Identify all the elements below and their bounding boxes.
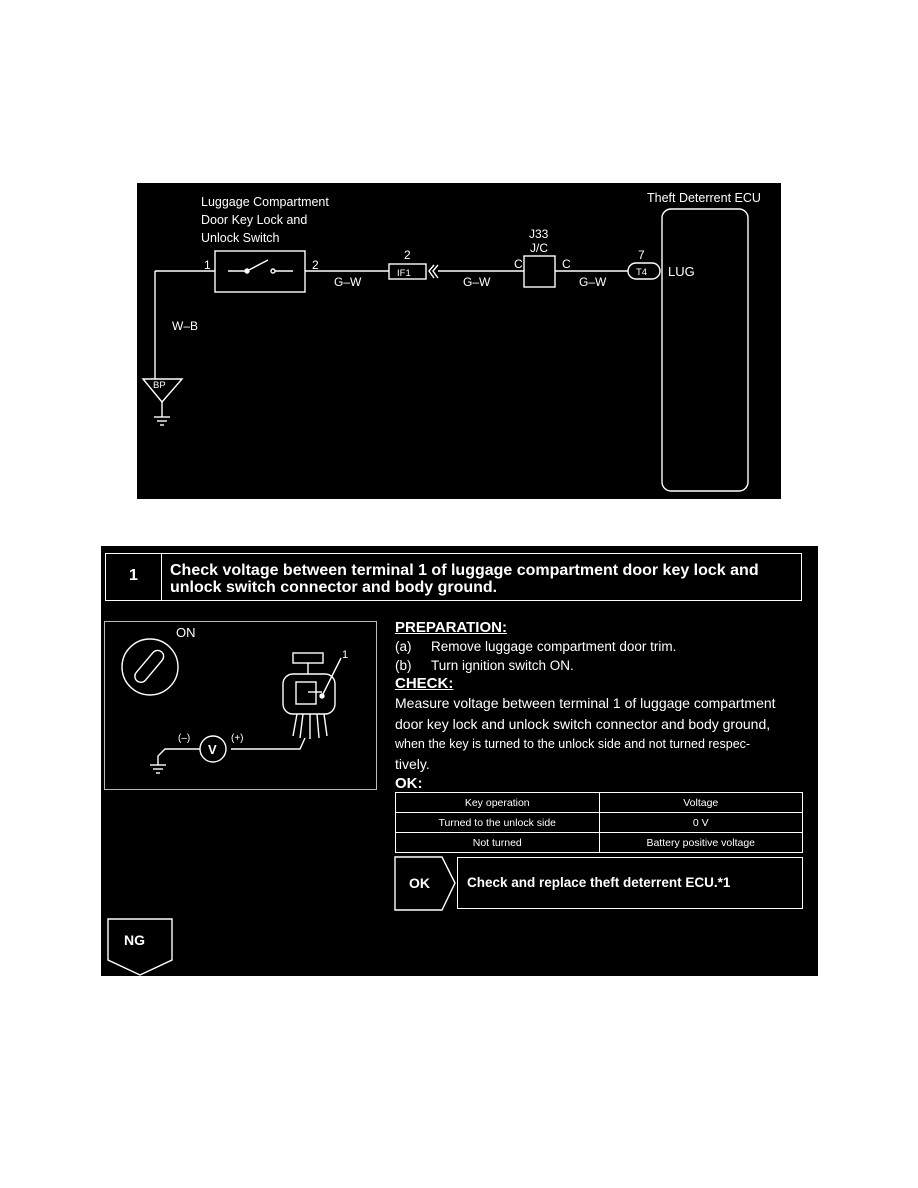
step-title-line-2: unlock switch connector and body ground. <box>170 579 498 596</box>
connector-if1 <box>388 263 427 280</box>
wire-color-ground: W–B <box>172 319 198 333</box>
ecu-pin-number: 7 <box>638 248 645 262</box>
switch-contact-right <box>270 268 276 274</box>
ecu-terminal-label: LUG <box>668 264 695 279</box>
ground-triangle <box>141 378 184 404</box>
preparation-step-b-label: (b) <box>395 658 412 673</box>
step-header: 1 Check voltage between terminal 1 of lu… <box>105 553 802 601</box>
check-heading: CHECK: <box>395 675 454 692</box>
preparation-step-a: (a) Remove luggage compartment door trim. <box>395 637 807 656</box>
junction-label: J/C <box>530 241 548 255</box>
preparation-step-b: (b) Turn ignition switch ON. <box>395 656 807 675</box>
connector-terminal-block <box>295 681 317 705</box>
inspection-step: 1 Check voltage between terminal 1 of lu… <box>101 546 818 976</box>
positive-lead-label: (+) <box>231 733 244 744</box>
negative-lead-label: (–) <box>178 733 190 744</box>
switch-lever <box>246 259 269 272</box>
switch-label-line-2: Door Key Lock and <box>201 213 307 227</box>
ignition-key-slot <box>134 649 165 684</box>
terminal-callout: 1 <box>342 649 348 661</box>
table-header-voltage: Voltage <box>598 792 803 813</box>
ng-result-label: NG <box>124 932 145 948</box>
switch-connector-body <box>282 673 336 715</box>
procedure-text: PREPARATION: (a) Remove luggage compartme… <box>395 619 807 793</box>
measurement-illustration-svg: ON 1 V (–) (+) <box>121 625 348 774</box>
if1-label: IF1 <box>397 268 411 279</box>
ground-label: BP <box>153 380 166 391</box>
switch-label-line-1: Luggage Compartment <box>201 195 329 209</box>
table-row: Not turned Battery positive voltage <box>395 832 803 853</box>
table-header-key-operation: Key operation <box>395 792 600 813</box>
table-cell: Turned to the unlock side <box>395 812 600 833</box>
preparation-step-a-text: Remove luggage compartment door trim. <box>431 639 677 654</box>
check-text-line-2: door key lock and unlock switch connecto… <box>395 716 771 732</box>
ecu-label: Theft Deterrent ECU <box>647 191 761 205</box>
ecu-body <box>661 208 749 492</box>
preparation-step-a-label: (a) <box>395 639 412 654</box>
table-header-row: Key operation Voltage <box>395 792 803 813</box>
ok-arrow-shape <box>394 856 456 911</box>
table-cell: 0 V <box>598 812 803 833</box>
junction-pin-out: C <box>562 257 571 271</box>
check-text-line-1: Measure voltage between terminal 1 of lu… <box>395 695 776 711</box>
table-cell: Not turned <box>395 832 600 853</box>
step-title-line-1: Check voltage between terminal 1 of lugg… <box>170 562 759 579</box>
ok-result-tag: OK <box>394 856 456 911</box>
preparation-step-b-text: Turn ignition switch ON. <box>431 658 574 673</box>
table-cell: Battery positive voltage <box>598 832 803 853</box>
switch-label-line-3: Unlock Switch <box>201 231 280 245</box>
voltage-spec-table: Key operation Voltage Turned to the unlo… <box>395 792 803 853</box>
step-title: Check voltage between terminal 1 of lugg… <box>170 562 795 596</box>
wiring-diagram: Luggage Compartment Door Key Lock and Un… <box>137 183 781 499</box>
ng-result-tag: NG <box>107 918 173 976</box>
check-text-line-4: tively. <box>395 756 430 772</box>
table-row: Turned to the unlock side 0 V <box>395 812 803 833</box>
if1-pin: 2 <box>404 248 411 262</box>
ok-result-action: Check and replace theft deterrent ECU.*1 <box>457 857 803 909</box>
terminal-callout-line <box>321 657 342 697</box>
preparation-heading: PREPARATION: <box>395 619 507 636</box>
positive-lead <box>231 737 306 750</box>
connector-t4 <box>627 262 661 280</box>
wiring-diagram-svg: Luggage Compartment Door Key Lock and Un… <box>141 191 761 492</box>
step-number: 1 <box>106 554 162 600</box>
measurement-illustration: ON 1 V (–) (+) <box>104 621 377 790</box>
ok-heading: OK: <box>395 775 423 792</box>
ecu-connector-label: T4 <box>636 267 647 278</box>
junction-code: J33 <box>529 227 549 241</box>
junction-pin-in: C <box>514 257 523 271</box>
switch-state-label: ON <box>176 625 196 640</box>
junction-box <box>523 255 556 288</box>
ignition-switch-icon <box>121 638 179 696</box>
ng-arrow-shape <box>107 918 173 976</box>
wire-color-3: G–W <box>579 275 607 289</box>
check-text-line-3: when the key is turned to the unlock sid… <box>395 737 751 751</box>
connector-cap <box>292 652 324 664</box>
switch-pin-left: 1 <box>204 258 211 272</box>
wire-color-1: G–W <box>334 275 362 289</box>
negative-lead <box>157 748 200 765</box>
voltmeter-symbol: V <box>208 742 217 757</box>
switch-pin-right: 2 <box>312 258 319 272</box>
wire-color-2: G–W <box>463 275 491 289</box>
ok-result-label: OK <box>409 875 430 891</box>
